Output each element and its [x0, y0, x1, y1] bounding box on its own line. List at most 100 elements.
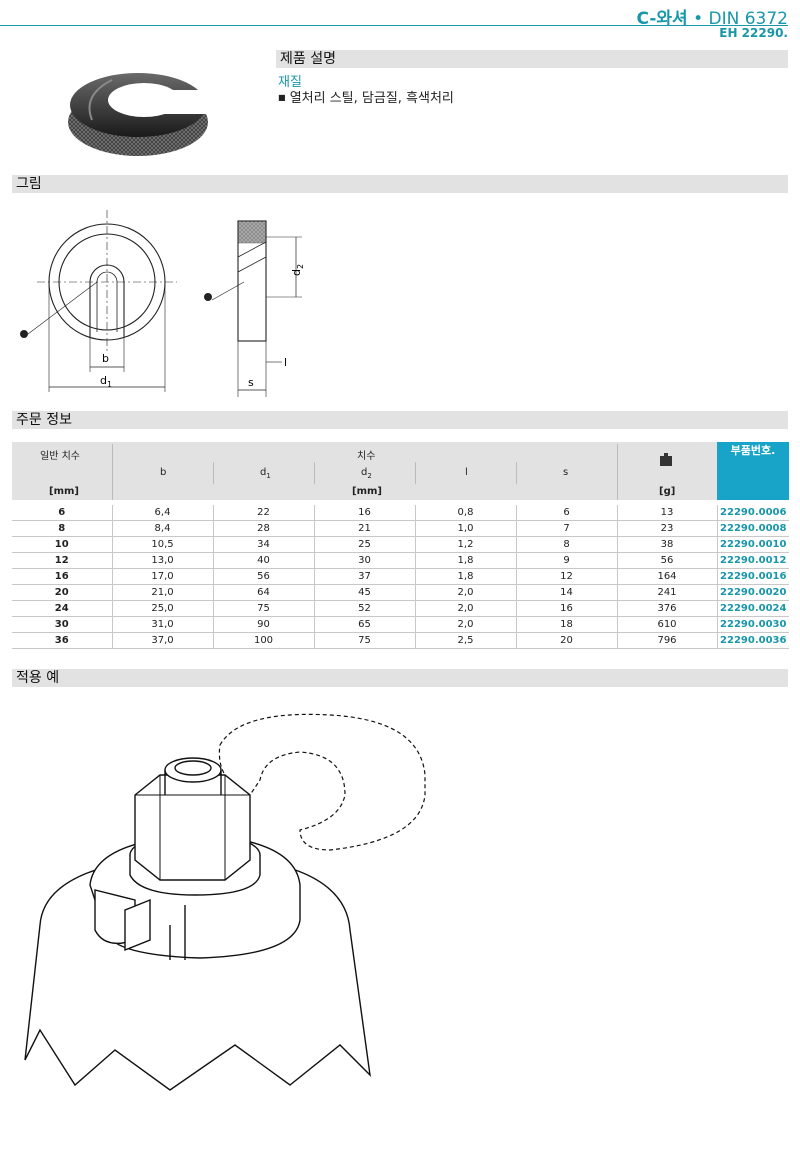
th-l: l: [465, 467, 468, 478]
part-number-cell: 22290.0020: [716, 584, 789, 601]
table-cell: 34: [212, 536, 314, 553]
part-number-cell: 22290.0016: [716, 568, 789, 585]
th-nominal: 일반 치수: [40, 451, 80, 462]
th-weight-unit: [g]: [659, 486, 676, 497]
dim-d1: d1: [100, 374, 112, 389]
table-header: [12, 442, 789, 500]
th-dimensions: 치수: [357, 451, 376, 462]
table-cell: 0,8: [414, 505, 516, 521]
table-cell: 45: [313, 584, 415, 601]
th-b: b: [160, 467, 167, 478]
table-cell: 1,0: [414, 520, 516, 537]
table-cell: 6: [515, 505, 617, 521]
table-cell: 2,0: [414, 616, 516, 633]
table-cell: 37,0: [111, 632, 213, 649]
technical-drawing: b d1 d2 l s: [20, 210, 305, 397]
th-d1: d1: [260, 467, 271, 480]
table-cell: 8,4: [111, 520, 213, 537]
table-cell: 52: [313, 600, 415, 617]
table-cell: 12: [12, 552, 112, 569]
part-number-cell: 22290.0006: [716, 505, 789, 521]
part-number-cell: 22290.0010: [716, 536, 789, 553]
application-heading: 적용 예: [12, 669, 788, 687]
table-cell: 14: [515, 584, 617, 601]
table-cell: 90: [212, 616, 314, 633]
material-text: 열처리 스틸, 담금질, 흑색처리: [289, 91, 454, 106]
table-cell: 100: [212, 632, 314, 649]
table-cell: 20: [515, 632, 617, 649]
table-cell: 25,0: [111, 600, 213, 617]
drawing-heading: 그림: [12, 175, 788, 193]
table-cell: 17,0: [111, 568, 213, 585]
th-part-number: 부품번호.: [717, 442, 789, 500]
part-number-cell: 22290.0008: [716, 520, 789, 537]
document-title: C-와셔 • DIN 6372: [636, 4, 788, 29]
table-cell: 1,2: [414, 536, 516, 553]
table-cell: 376: [616, 600, 717, 617]
table-cell: 1,8: [414, 552, 516, 569]
table-cell: 16: [515, 600, 617, 617]
table-cell: 21,0: [111, 584, 213, 601]
table-cell: 6: [12, 505, 112, 521]
table-cell: 65: [313, 616, 415, 633]
dim-s: s: [248, 376, 254, 389]
table-cell: 56: [616, 552, 717, 569]
table-cell: 6,4: [111, 505, 213, 521]
title-standard: DIN 6372: [708, 9, 789, 29]
table-cell: 2,0: [414, 584, 516, 601]
table-cell: 18: [515, 616, 617, 633]
table-cell: 10,5: [111, 536, 213, 553]
table-cell: 10: [12, 536, 112, 553]
title-product: C-와셔: [636, 9, 688, 29]
table-cell: 25: [313, 536, 415, 553]
table-cell: 37: [313, 568, 415, 585]
bullet-icon: ■: [278, 93, 286, 102]
dim-d2: d2: [290, 264, 305, 276]
header-rule: [0, 25, 788, 26]
table-cell: 64: [212, 584, 314, 601]
table-cell: 9: [515, 552, 617, 569]
th-d2: d2: [361, 467, 372, 480]
th-nominal-unit: [mm]: [49, 486, 79, 497]
table-cell: 1,8: [414, 568, 516, 585]
table-cell: 24: [12, 600, 112, 617]
table-cell: 2,0: [414, 600, 516, 617]
table-cell: 56: [212, 568, 314, 585]
table-cell: 16: [313, 505, 415, 521]
table-cell: 30: [313, 552, 415, 569]
application-illustration: [24, 713, 426, 1091]
part-number-cell: 22290.0030: [716, 616, 789, 633]
order-heading: 주문 정보: [12, 411, 788, 429]
table-cell: 13: [616, 505, 717, 521]
part-number-cell: 22290.0024: [716, 600, 789, 617]
table-cell: 7: [515, 520, 617, 537]
material-item: ■ 열처리 스틸, 담금질, 흑색처리: [278, 87, 454, 106]
product-code: EH 22290.: [719, 26, 788, 40]
table-cell: 28: [212, 520, 314, 537]
table-cell: 16: [12, 568, 112, 585]
table-cell: 21: [313, 520, 415, 537]
title-bullet: •: [693, 9, 704, 29]
table-cell: 36: [12, 632, 112, 649]
table-cell: 40: [212, 552, 314, 569]
table-cell: 75: [212, 600, 314, 617]
table-cell: 796: [616, 632, 717, 649]
table-cell: 8: [515, 536, 617, 553]
table-cell: 38: [616, 536, 717, 553]
dim-l: l: [284, 356, 287, 369]
material-label: 재질: [278, 75, 302, 90]
part-number-cell: 22290.0012: [716, 552, 789, 569]
part-number-cell: 22290.0036: [716, 632, 789, 649]
table-cell: 30: [12, 616, 112, 633]
weight-icon: [660, 453, 672, 466]
table-cell: 241: [616, 584, 717, 601]
table-cell: 8: [12, 520, 112, 537]
